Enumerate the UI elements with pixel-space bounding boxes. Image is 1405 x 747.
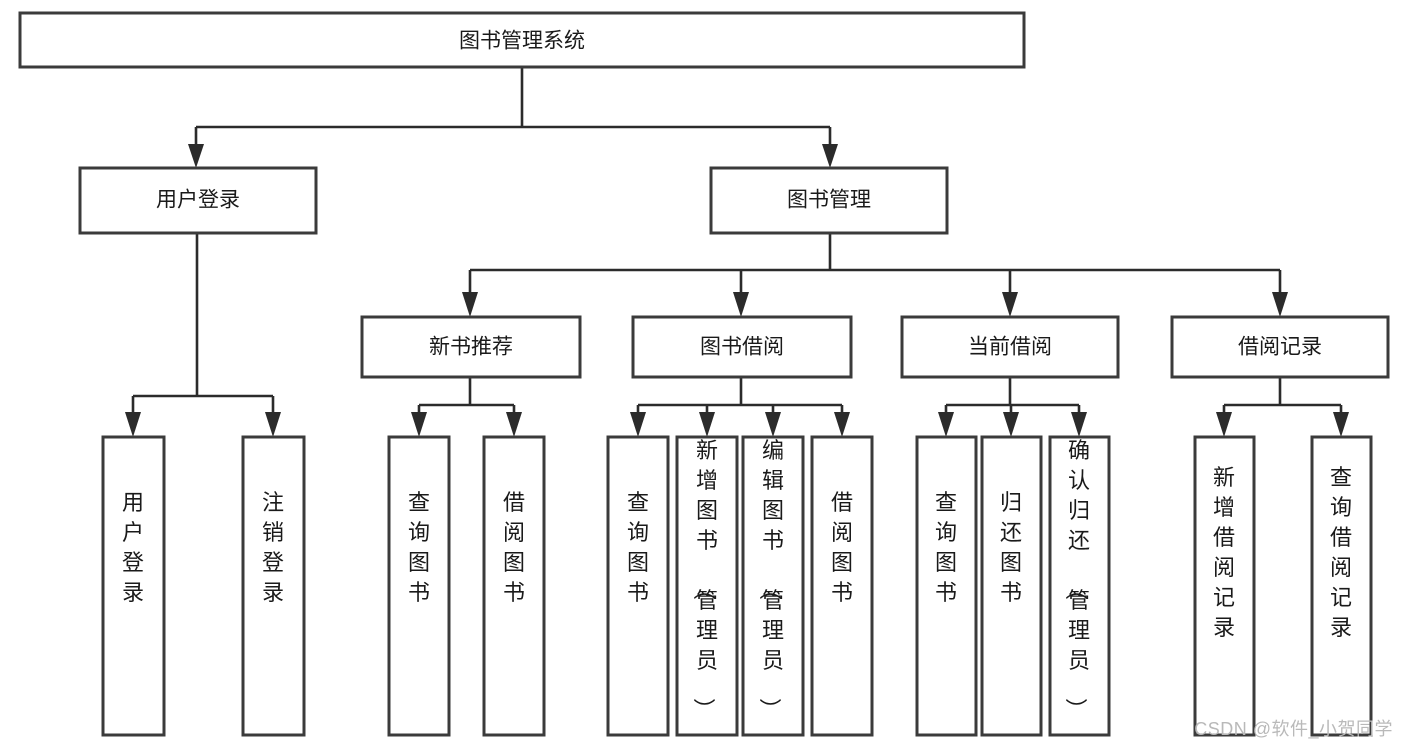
arrow-head-leaf-return-book [1003,412,1019,437]
connector-bookborrow-to-leaves [630,377,850,437]
arrow-head-leaf-edit-book [765,412,781,437]
node-leaf-user-login[interactable]: 用户登录 [101,435,166,737]
watermark-text: CSDN @软件_小贺同学 [1194,719,1393,739]
connector-newbook-to-leaves [411,377,522,437]
node-book-management-label: 图书管理 [787,189,871,212]
node-leaf-borrow-book-2-label: 借阅图书 [831,490,853,605]
node-leaf-add-borrow-record-label: 新增借阅记录 [1213,465,1235,640]
connector-currentborrow-to-leaves [938,377,1087,437]
node-borrow-record[interactable]: 借阅记录 [1170,315,1390,379]
node-leaf-borrow-book-2[interactable]: 借阅图书 [810,435,874,737]
node-leaf-query-borrow-record[interactable]: 查询借阅记录 [1310,435,1373,737]
arrow-head-leaf-user-login [125,412,141,437]
arrow-head-leaf-query-book-2 [630,412,646,437]
node-leaf-query-book-1-label: 查询图书 [408,490,430,605]
node-leaf-user-login-label: 用户登录 [122,490,144,605]
arrow-head-borrow-record [1272,292,1288,317]
arrow-head-new-book-recommend [462,292,478,317]
arrow-head-leaf-add-book [699,412,715,437]
arrow-head-book-borrow [733,292,749,317]
node-current-borrow[interactable]: 当前借阅 [900,315,1120,379]
node-leaf-query-book-1[interactable]: 查询图书 [387,435,451,737]
node-borrow-record-label: 借阅记录 [1238,336,1322,359]
node-new-book-recommend-label: 新书推荐 [429,336,513,359]
node-leaf-return-book-label: 归还图书 [1000,490,1022,605]
node-book-management[interactable]: 图书管理 [709,166,949,235]
node-leaf-add-borrow-record[interactable]: 新增借阅记录 [1193,435,1256,737]
connector-root-to-level2 [188,67,838,168]
node-book-borrow-label: 图书借阅 [700,336,784,359]
node-book-borrow[interactable]: 图书借阅 [631,315,853,379]
arrow-head-leaf-query-book-3 [938,412,954,437]
node-root-label: 图书管理系统 [459,30,585,53]
node-leaf-query-book-2[interactable]: 查询图书 [606,435,670,737]
arrow-head-leaf-query-book-1 [411,412,427,437]
node-leaf-add-book-label: 新增图书（管理员） [691,438,718,720]
node-leaf-query-borrow-record-label: 查询借阅记录 [1330,465,1352,640]
node-leaf-borrow-book-1[interactable]: 借阅图书 [482,435,546,737]
arrow-head-leaf-query-borrow-record [1333,412,1349,437]
node-root[interactable]: 图书管理系统 [18,11,1026,69]
node-new-book-recommend[interactable]: 新书推荐 [360,315,582,379]
node-leaf-edit-book-label: 编辑图书（管理员） [757,438,784,720]
node-leaf-logout-login-label: 注销登录 [262,490,284,605]
connector-bookmgmt-to-level3 [462,233,1288,317]
arrow-head-leaf-borrow-book-2 [834,412,850,437]
node-leaf-query-book-3-label: 查询图书 [935,490,957,605]
node-leaf-query-book-2-label: 查询图书 [627,490,649,605]
node-leaf-edit-book[interactable]: 编辑图书（管理员） [741,435,805,737]
arrow-head-book-management [822,144,838,168]
arrow-head-leaf-confirm-return [1071,412,1087,437]
node-leaf-return-book[interactable]: 归还图书 [980,435,1043,737]
node-leaf-confirm-return[interactable]: 确认归还（管理员） [1048,435,1111,737]
arrow-head-leaf-borrow-book-1 [506,412,522,437]
node-leaf-logout-login[interactable]: 注销登录 [241,435,306,737]
connector-borrowrecord-to-leaves [1216,377,1349,437]
node-leaf-borrow-book-1-label: 借阅图书 [503,490,525,605]
arrow-head-leaf-add-borrow-record [1216,412,1232,437]
node-user-login[interactable]: 用户登录 [78,166,318,235]
node-user-login-label: 用户登录 [156,189,240,212]
connector-userlogin-to-leaves [125,233,281,437]
arrow-head-user-login [188,144,204,168]
node-leaf-add-book[interactable]: 新增图书（管理员） [675,435,739,737]
node-current-borrow-label: 当前借阅 [968,336,1052,359]
arrow-head-current-borrow [1002,292,1018,317]
node-leaf-confirm-return-label: 确认归还（管理员） [1063,438,1090,720]
node-leaf-query-book-3[interactable]: 查询图书 [915,435,978,737]
arrow-head-leaf-logout-login [265,412,281,437]
